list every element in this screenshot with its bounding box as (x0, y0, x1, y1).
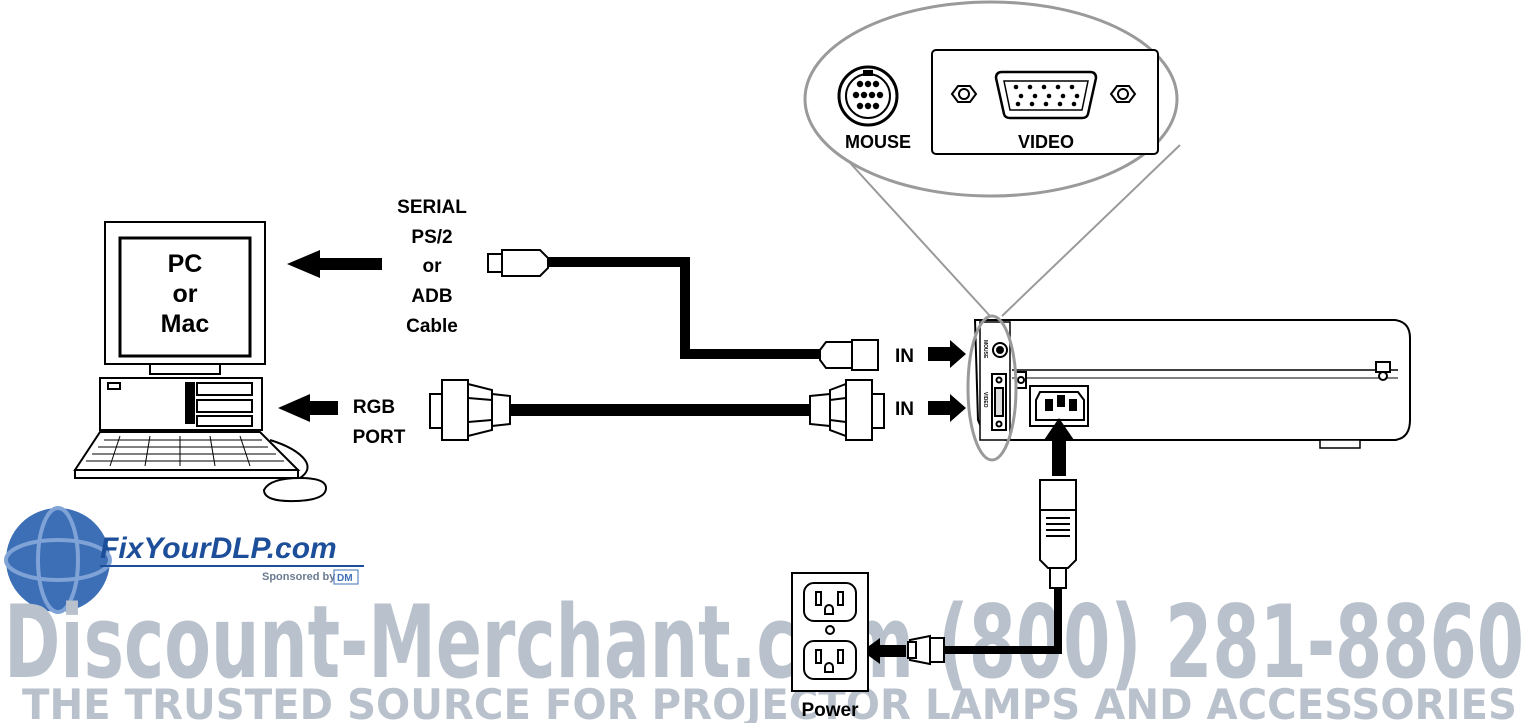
arrow-to-computer-serial (287, 250, 382, 278)
mouse-device (262, 476, 328, 503)
monitor-stand (149, 363, 221, 375)
watermark-site: FixYourDLP.com (100, 532, 337, 565)
zoom-callout: MOUSE VIDEO (803, 0, 1181, 317)
watermark-sponsor-badge-box (333, 569, 359, 585)
arrow-to-computer-rgb (278, 394, 338, 422)
in-label-video: IN (895, 399, 914, 420)
serial-cable-label-3: or (423, 256, 443, 277)
rgb-port-label-1: RGB (353, 397, 395, 418)
watermark-sponsor-badge: DM (337, 573, 353, 584)
serial-cable-label-2: PS/2 (411, 227, 452, 248)
watermark: FixYourDLP.com Sponsored by DM Discount-… (4, 506, 1524, 723)
rgb-cable (429, 379, 885, 441)
zoom-video-label: VIDEO (1018, 132, 1074, 152)
serial-cable-label-1: SERIAL (397, 197, 467, 218)
projector-port-highlight (966, 314, 1018, 462)
in-arrow-video (928, 394, 966, 422)
in-label-mouse: IN (895, 346, 914, 367)
power-plug-arrow (862, 638, 906, 664)
wall-outlet (791, 572, 869, 692)
power-up-arrow (1044, 418, 1074, 476)
computer-screen-line-1: PC (168, 250, 203, 278)
projector-power-inlet-icon (1029, 385, 1089, 427)
watermark-globe-icon (4, 506, 112, 614)
projector-mouse-port-label: MOUSE (982, 340, 988, 359)
zoom-mouse-port-icon (837, 65, 899, 127)
projector-mouse-port-icon (992, 342, 1008, 358)
computer (73, 221, 328, 503)
watermark-tagline: THE TRUSTED SOURCE FOR PROJECTOR LAMPS A… (22, 680, 1517, 723)
power-cord (862, 418, 1077, 666)
keyboard (73, 431, 301, 471)
serial-cable-label-4: ADB (411, 286, 452, 307)
serial-cable-label-5: Cable (406, 316, 458, 337)
serial-cable (487, 249, 879, 371)
computer-screen-line-2: or (173, 280, 198, 308)
power-label: Power (801, 700, 859, 721)
zoom-mouse-label: MOUSE (845, 132, 911, 152)
watermark-merchant: Discount-Merchant.com (800) 281-8860 (4, 583, 1524, 701)
zoom-video-port-icon (950, 70, 1137, 120)
computer-screen-line-3: Mac (161, 310, 210, 338)
projector: MOUSE VIDEO (973, 319, 1411, 449)
monitor-screen (118, 236, 252, 358)
watermark-sponsor: Sponsored by (262, 571, 336, 583)
in-arrow-mouse (928, 340, 966, 368)
projector-video-port-icon (991, 373, 1007, 431)
projector-video-port-label: VIDEO (982, 392, 988, 408)
rgb-port-label-2: PORT (353, 427, 406, 448)
